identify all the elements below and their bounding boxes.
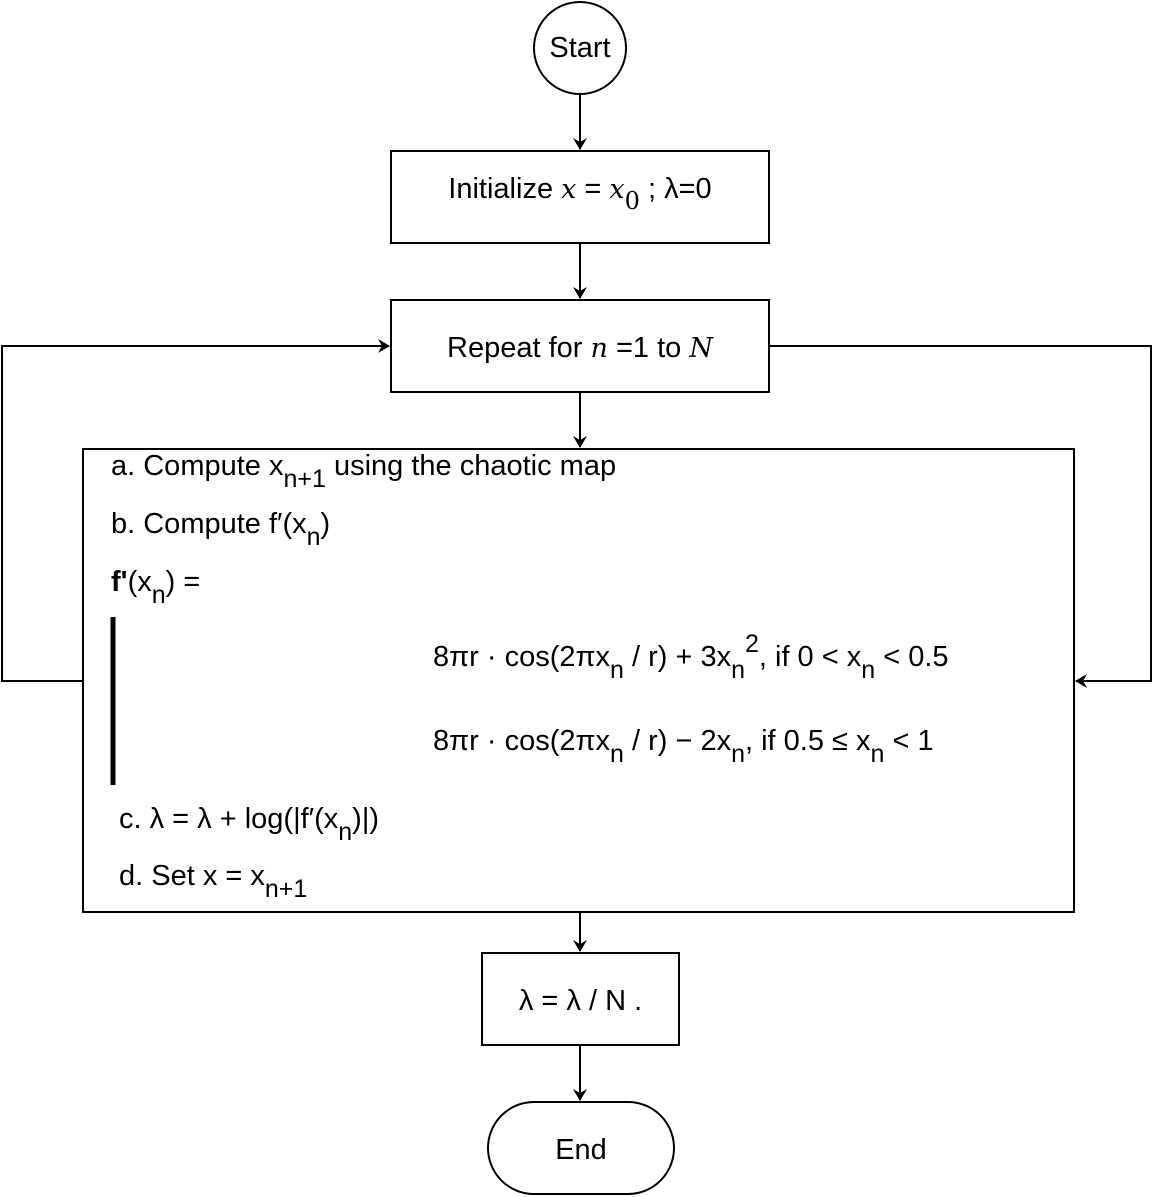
step-d: d. Set x = xn+1 (119, 859, 307, 903)
step-b-prefix: b. Compute f′(x (111, 508, 307, 540)
case2-sub3: n (870, 740, 885, 768)
case1-part2: / r) + 3x (623, 641, 732, 673)
init-label: Initialize x = x0 ; λ=0 (391, 172, 769, 215)
init-var-x: x (561, 174, 577, 205)
end-label: End (555, 1134, 607, 1166)
case1-part1: 8πr · cos(2πx (433, 641, 610, 673)
repeat-label: Repeat for n =1 to N (391, 331, 769, 366)
case1-sup: 2 (744, 630, 759, 658)
derivative-prefix: (x (127, 566, 152, 598)
case1-sub1: n (610, 656, 624, 684)
step-d-sub: n+1 (264, 875, 308, 903)
repeat-var-N: N (689, 333, 713, 364)
case1-sub2: n (731, 656, 745, 684)
derivative-definition: f'(xn) = (111, 565, 201, 609)
step-b-sub: n (306, 523, 321, 551)
init-var-x0: x (609, 174, 625, 205)
step-b-rest: ) (320, 508, 331, 540)
init-box (390, 150, 770, 244)
final-label: λ = λ / N . (518, 985, 643, 1017)
case1-part4: < 0.5 (875, 641, 949, 673)
piecewise-case-2: 8πr · cos(2πxn / r) − 2xn, if 0.5 ≤ xn <… (433, 724, 934, 768)
step-c-sub: n (338, 818, 353, 846)
step-c-prefix: c. λ = λ + log(|f′(x (119, 803, 339, 835)
piecewise-case-1: 8πr · cos(2πxn / r) + 3xn2, if 0 < xn < … (433, 630, 949, 684)
init-eq: = (576, 173, 610, 205)
derivative-sub: n (151, 581, 166, 609)
case2-part3: , if 0.5 ≤ x (744, 725, 871, 757)
repeat-box (390, 299, 770, 393)
init-prefix: Initialize (448, 173, 562, 205)
end-node (487, 1101, 675, 1195)
loop-back-arrow (1, 339, 390, 682)
step-b: b. Compute f′(xn) (111, 507, 331, 551)
case2-part1: 8πr · cos(2πx (433, 725, 610, 757)
case2-part4: < 1 (884, 725, 934, 757)
repeat-prefix: Repeat for (447, 332, 591, 364)
repeat-mid: =1 to (607, 332, 690, 364)
step-a-sub: n+1 (283, 465, 326, 493)
derivative-symbol: f' (111, 566, 128, 598)
step-c-rest: )|) (352, 803, 380, 835)
loop-body-box (82, 448, 1075, 913)
loop-forward-arrow (769, 345, 1152, 688)
repeat-var-n: n (590, 333, 608, 364)
init-rest: ; λ=0 (639, 173, 712, 205)
case2-part2: / r) − 2x (623, 725, 732, 757)
step-a: a. Compute xn+1 using the chaotic map (111, 449, 617, 493)
derivative-rest: ) = (165, 566, 201, 598)
step-d-prefix: d. Set x = x (119, 860, 265, 892)
start-label: Start (549, 32, 611, 64)
case1-sub3: n (861, 656, 876, 684)
step-a-rest: using the chaotic map (325, 450, 617, 482)
step-a-prefix: a. Compute x (111, 450, 284, 482)
case1-part3: , if 0 < x (758, 641, 862, 673)
case2-sub2: n (731, 740, 745, 768)
case2-sub1: n (610, 740, 624, 768)
init-sub: 0 (624, 187, 640, 215)
step-c: c. λ = λ + log(|f′(xn)|) (119, 802, 380, 846)
